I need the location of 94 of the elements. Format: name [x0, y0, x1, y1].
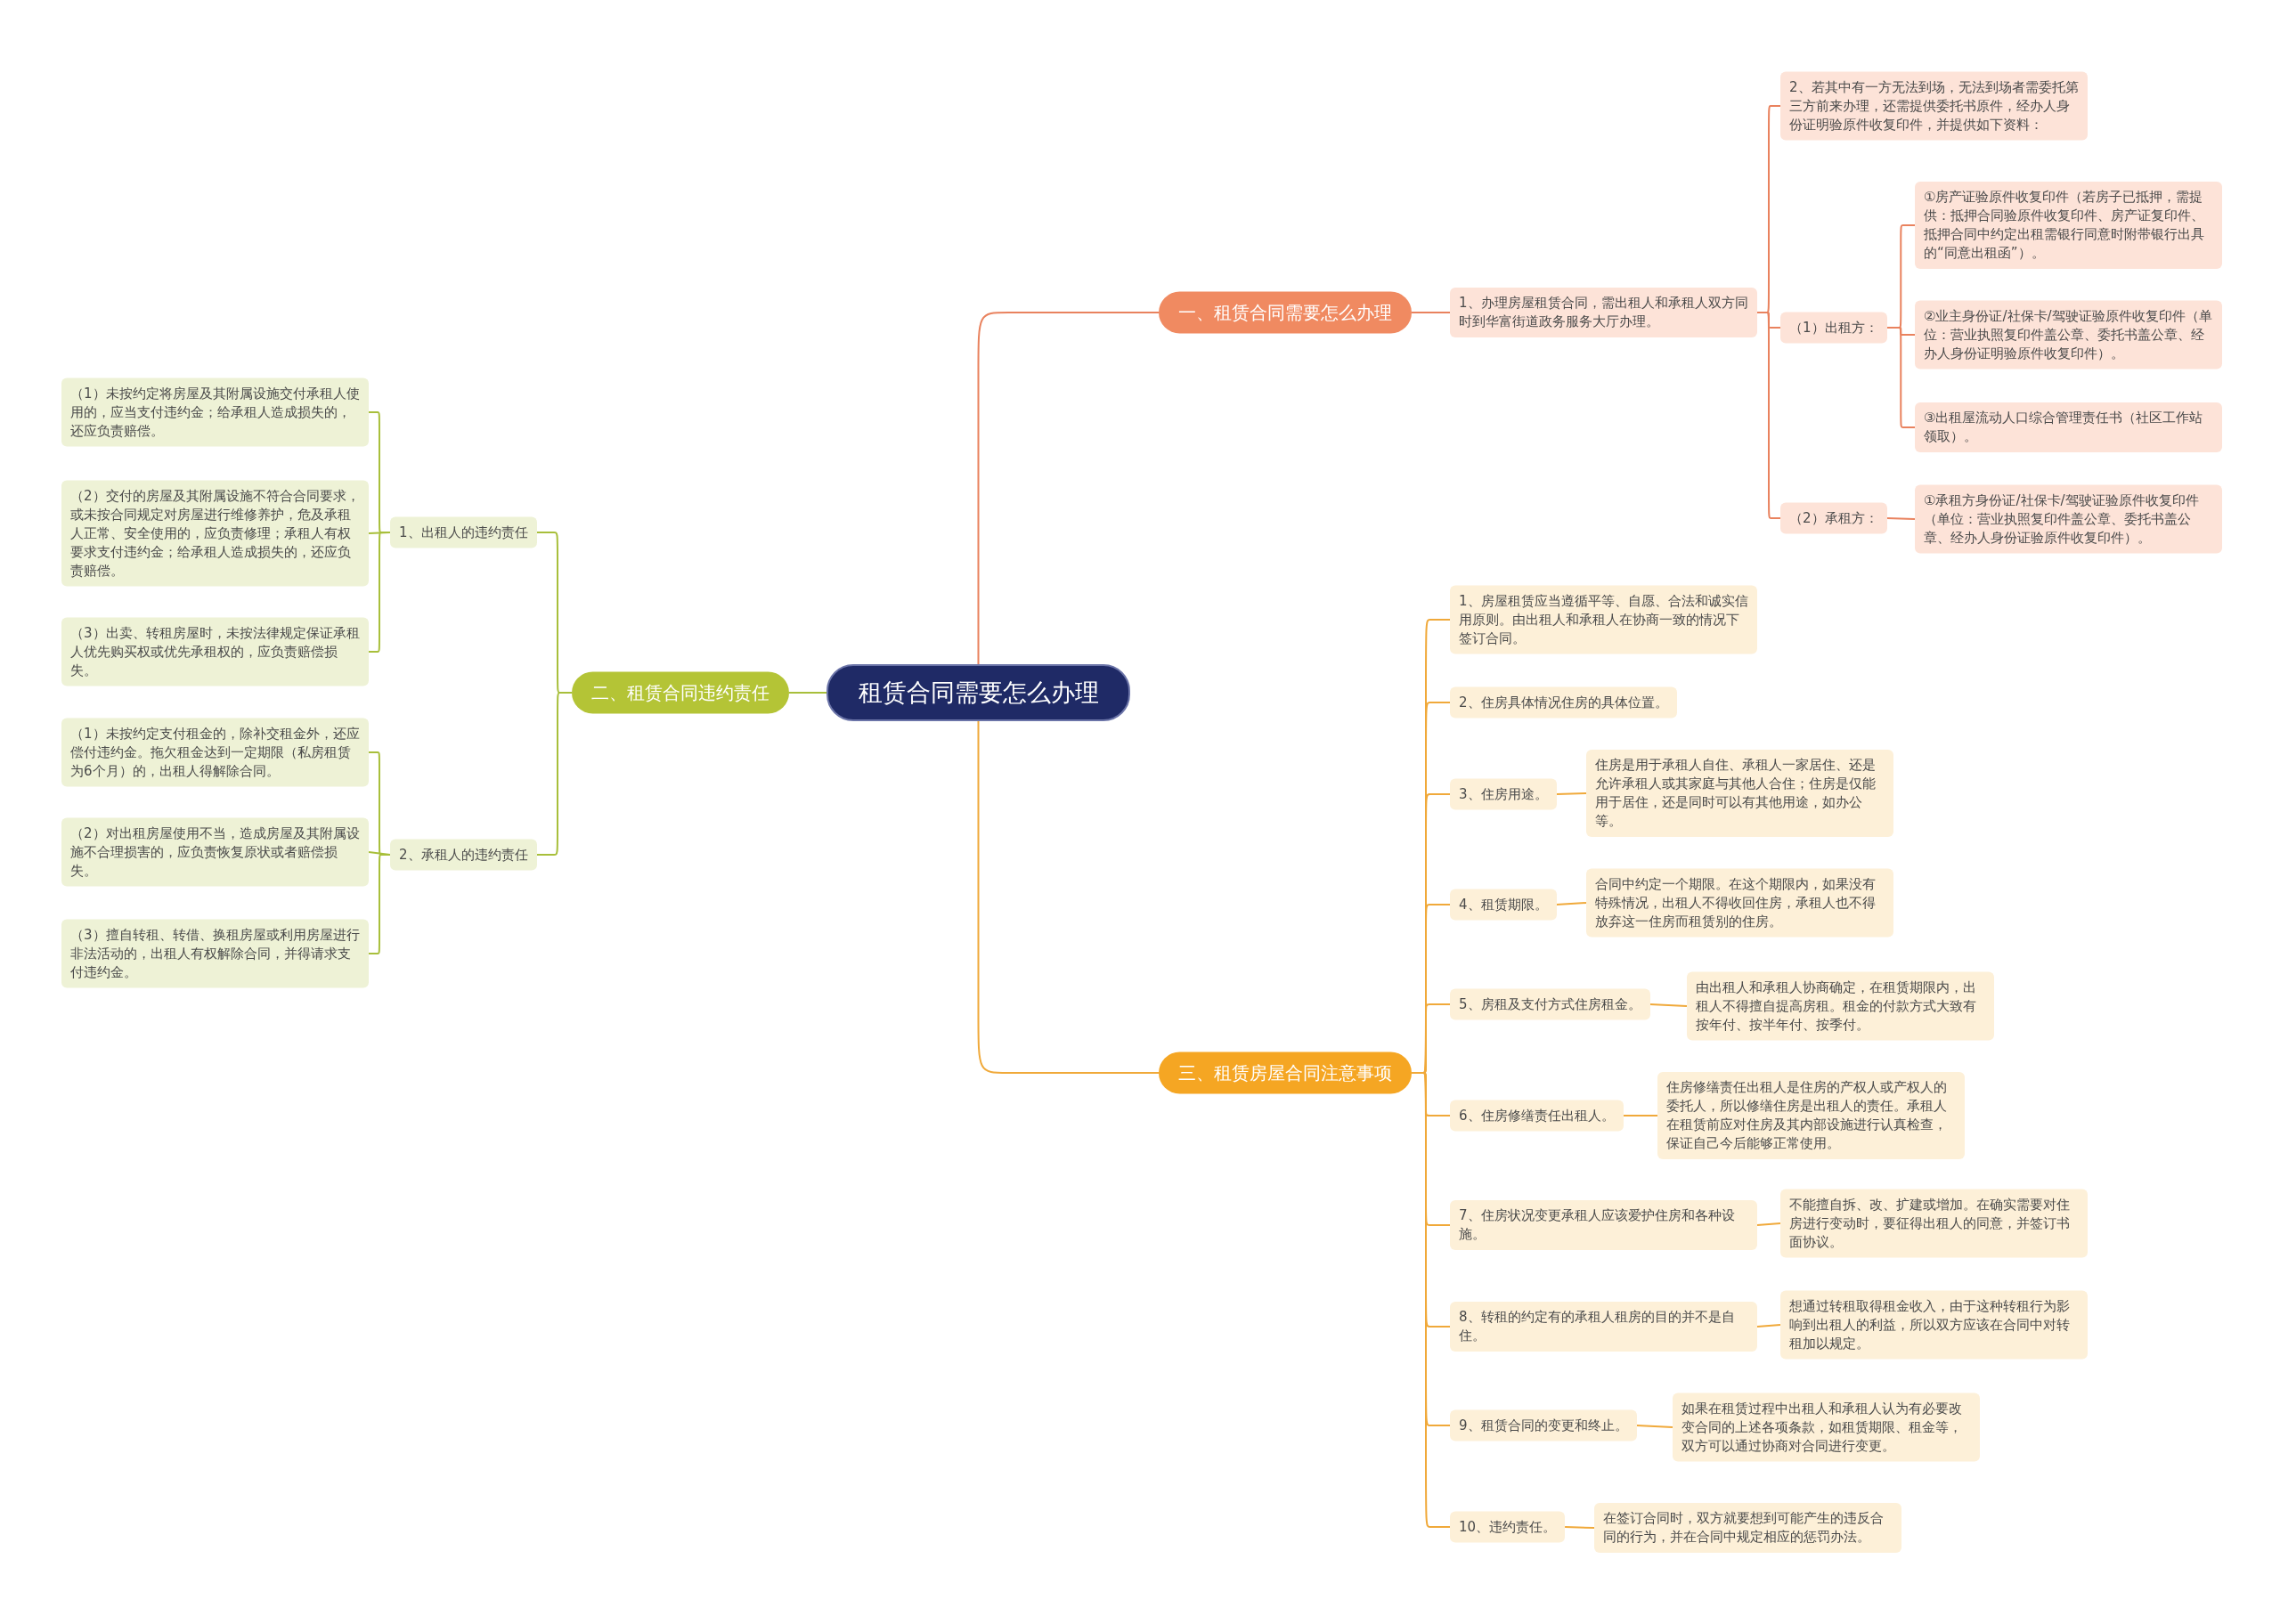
connector-line [1635, 1425, 1673, 1428]
subtopic-box [1450, 1409, 1637, 1441]
subtopic-box [61, 919, 369, 988]
subtopic-box [1450, 686, 1677, 719]
topic-text: ①房产证验原件收复印件（若房子已抵押，需提供：抵押合同验原件收复印件、房产证复印件、抵押合同中约定出租需银行同意时附带银行出具的“同意出租函”）。 [1924, 188, 2205, 263]
topic-text: 二、租赁合同违约责任 [591, 680, 770, 705]
topic-text: ③出租屋流动人口综合管理责任书（社区工作站领取）。 [1924, 409, 2204, 446]
subtopic-box [61, 617, 369, 686]
branch-topic [572, 671, 789, 714]
topic-text: （3）擅自转租、转借、换租房屋或利用房屋进行非法活动的，出租人有权解除合同，并得请求支付违约金。 [70, 925, 360, 982]
subtopic-box [1687, 971, 1994, 1041]
subtopic-box [390, 839, 537, 871]
subtopic-box [1450, 889, 1557, 921]
connector-line [1411, 312, 1451, 313]
connector-line [368, 854, 391, 954]
topic-text: 住房是用于承租人自住、承租人一家居住、还是允许承租人或其家庭与其他人合住；住房是仅能用于居住，还是同时可以有其他用途，如办公等。 [1595, 756, 1877, 831]
topic-text: （1）未按约定将房屋及其附属设施交付承租人使用的，应当支付违约金；给承租人造成损失的，还应负责赔偿。 [70, 384, 360, 441]
topic-text: 7、住房状况变更承租人应该爱护住房和各种设施。 [1459, 1206, 1736, 1244]
subtopic-box [1915, 484, 2222, 554]
subtopic-box [1657, 1072, 1965, 1159]
topic-text: （2）对出租房屋使用不当，造成房屋及其附属设施不合理损害的，应负责恢复原状或者赔偿损失。 [70, 824, 360, 881]
topic-text: 想通过转租取得租金收入，由于这种转租行为影响到出租人的利益，所以双方应该在合同中对转租加以规定。 [1789, 1296, 2071, 1353]
topic-text: 2、若其中有一方无法到场，无法到场者需委托第三方前来办理，还需提供委托书原件，经办人身份证明验原件收复印件，并提供如下资料： [1789, 77, 2079, 134]
topic-text: 一、租赁合同需要怎么办理 [1178, 300, 1392, 325]
connector-line [977, 312, 1160, 665]
connector-line [535, 692, 573, 856]
topic-text: 2、承租人的违约责任 [399, 845, 528, 865]
connector-line [368, 532, 391, 653]
topic-text: 6、住房修缮责任出租人。 [1459, 1106, 1615, 1125]
connector-line [1555, 792, 1587, 795]
topic-text: 由出租人和承租人协商确定，在租赁期限内，出租人不得擅自提高房租。租金的付款方式大致有按年付、按半年付、按季付。 [1696, 978, 1977, 1035]
topic-text: （2）交付的房屋及其附属设施不符合合同要求，或未按合同规定对房屋进行维修养护，危及承租人正常、安全使用的，应负责修理；承租人有权要求支付违约金；给承租人造成损失的，还应负责赔偿。 [70, 486, 360, 581]
subtopic-box [1780, 502, 1887, 534]
topic-text: 租赁合同需要怎么办理 [857, 678, 1100, 708]
branch-topic [1159, 291, 1412, 334]
topic-text: 1、房屋租赁应当遵循平等、自愿、合法和诚实信用原则。由出租人和承租人在协商一致的情况下签订合同。 [1459, 591, 1748, 648]
subtopic-box [1450, 1200, 1757, 1250]
topic-text: 4、租赁期限。 [1459, 895, 1548, 914]
subtopic-box [1586, 868, 1893, 938]
topic-text: 三、租赁房屋合同注意事项 [1178, 1060, 1392, 1085]
topic-text: ①承租方身份证/社保卡/驾驶证验原件收复印件（单位：营业执照复印件盖公章、委托书盖公章、经办人身份证验原件收复印件）。 [1924, 491, 2200, 548]
subtopic-box [1780, 1189, 2088, 1258]
connector-line [1622, 1115, 1658, 1116]
subtopic-box [1450, 1302, 1757, 1352]
topic-text: （2）承租方： [1789, 508, 1878, 528]
topic-text: （3）出卖、转租房屋时，未按法律规定保证承租人优先购买权或优先承租权的，应负责赔偿损失。 [70, 623, 360, 680]
topic-text: 住房修缮责任出租人是住房的产权人或产权人的委托人，所以修缮住房是出租人的责任。承租人在租赁前应对住房及其内部设施进行认真检查，保证自己今后能够正常使用。 [1666, 1078, 1948, 1153]
topic-text: 10、违约责任。 [1459, 1517, 1557, 1537]
subtopic-box [61, 718, 369, 787]
connector-line [1885, 327, 1916, 428]
topic-text: ②业主身份证/社保卡/驾驶证验原件收复印件（单位：营业执照复印件盖公章、委托书盖公章、经办人身份证明验原件收复印件）。 [1924, 306, 2213, 363]
central-topic [826, 664, 1130, 721]
topic-text: 在签订合同时，双方就要想到可能产生的违反合同的行为，并在合同中规定相应的惩罚办法。 [1603, 1509, 1885, 1547]
subtopic-box [1780, 71, 2088, 141]
topic-text: 1、办理房屋租赁合同，需出租人和承租人双方同时到华富街道政务服务大厅办理。 [1459, 294, 1748, 331]
subtopic-box [1915, 402, 2222, 452]
connector-line [1756, 312, 1781, 519]
subtopic-box [61, 378, 369, 447]
subtopic-box [1780, 1290, 2088, 1360]
subtopic-box [61, 817, 369, 887]
topic-text: 9、租赁合同的变更和终止。 [1459, 1416, 1628, 1435]
topic-text: 合同中约定一个期限。在这个期限内，如果没有特殊情况，出租人不得收回住房，承租人也不得放弃这一住房而租赁别的住房。 [1595, 874, 1877, 931]
subtopic-box [61, 480, 369, 587]
branch-topic [1159, 1052, 1412, 1094]
subtopic-box [1450, 288, 1757, 337]
topic-text: （1）未按约定支付租金的，除补交租金外，还应偿付违约金。拖欠租金达到一定期限（私房租赁为6个月）的，出租人得解除合同。 [70, 724, 360, 781]
connector-line [1564, 1526, 1595, 1529]
subtopic-box [1450, 1100, 1624, 1132]
connector-line [1756, 1222, 1781, 1226]
subtopic-box [1450, 988, 1650, 1020]
topic-text: 2、住房具体情况住房的具体位置。 [1459, 693, 1668, 712]
subtopic-box [1673, 1393, 1980, 1462]
subtopic-box [1586, 750, 1893, 837]
subtopic-box [1450, 1511, 1566, 1543]
topic-text: （1）出租方： [1789, 318, 1878, 337]
connector-line [1555, 902, 1587, 905]
topic-text: 3、住房用途。 [1459, 784, 1548, 804]
subtopic-box [1594, 1503, 1901, 1553]
topic-text: 1、出租人的违约责任 [399, 523, 528, 542]
subtopic-box [1915, 182, 2222, 269]
topic-text: 5、房租及支付方式住房租金。 [1459, 995, 1641, 1014]
topic-text: 如果在租赁过程中出租人和承租人认为有必要改变合同的上述各项条款，如租赁期限、租金等，双方可以通过协商对合同进行变更。 [1682, 1399, 1963, 1456]
topic-text: 不能擅自拆、改、扩建或增加。在确实需要对住房进行变动时，要征得出租人的同意，并签订书面协议。 [1789, 1195, 2071, 1252]
subtopic-box [1915, 300, 2222, 369]
connector-line [1885, 517, 1916, 520]
connector-line [977, 720, 1160, 1074]
connector-line [1649, 1003, 1688, 1007]
subtopic-box [1450, 585, 1757, 654]
connector-line [788, 692, 827, 694]
topic-text: 8、转租的约定有的承租人租房的目的并不是自住。 [1459, 1308, 1736, 1345]
subtopic-box [390, 516, 537, 548]
subtopic-box [1450, 778, 1557, 810]
connector-line [1756, 1324, 1781, 1328]
subtopic-box [1780, 312, 1887, 344]
